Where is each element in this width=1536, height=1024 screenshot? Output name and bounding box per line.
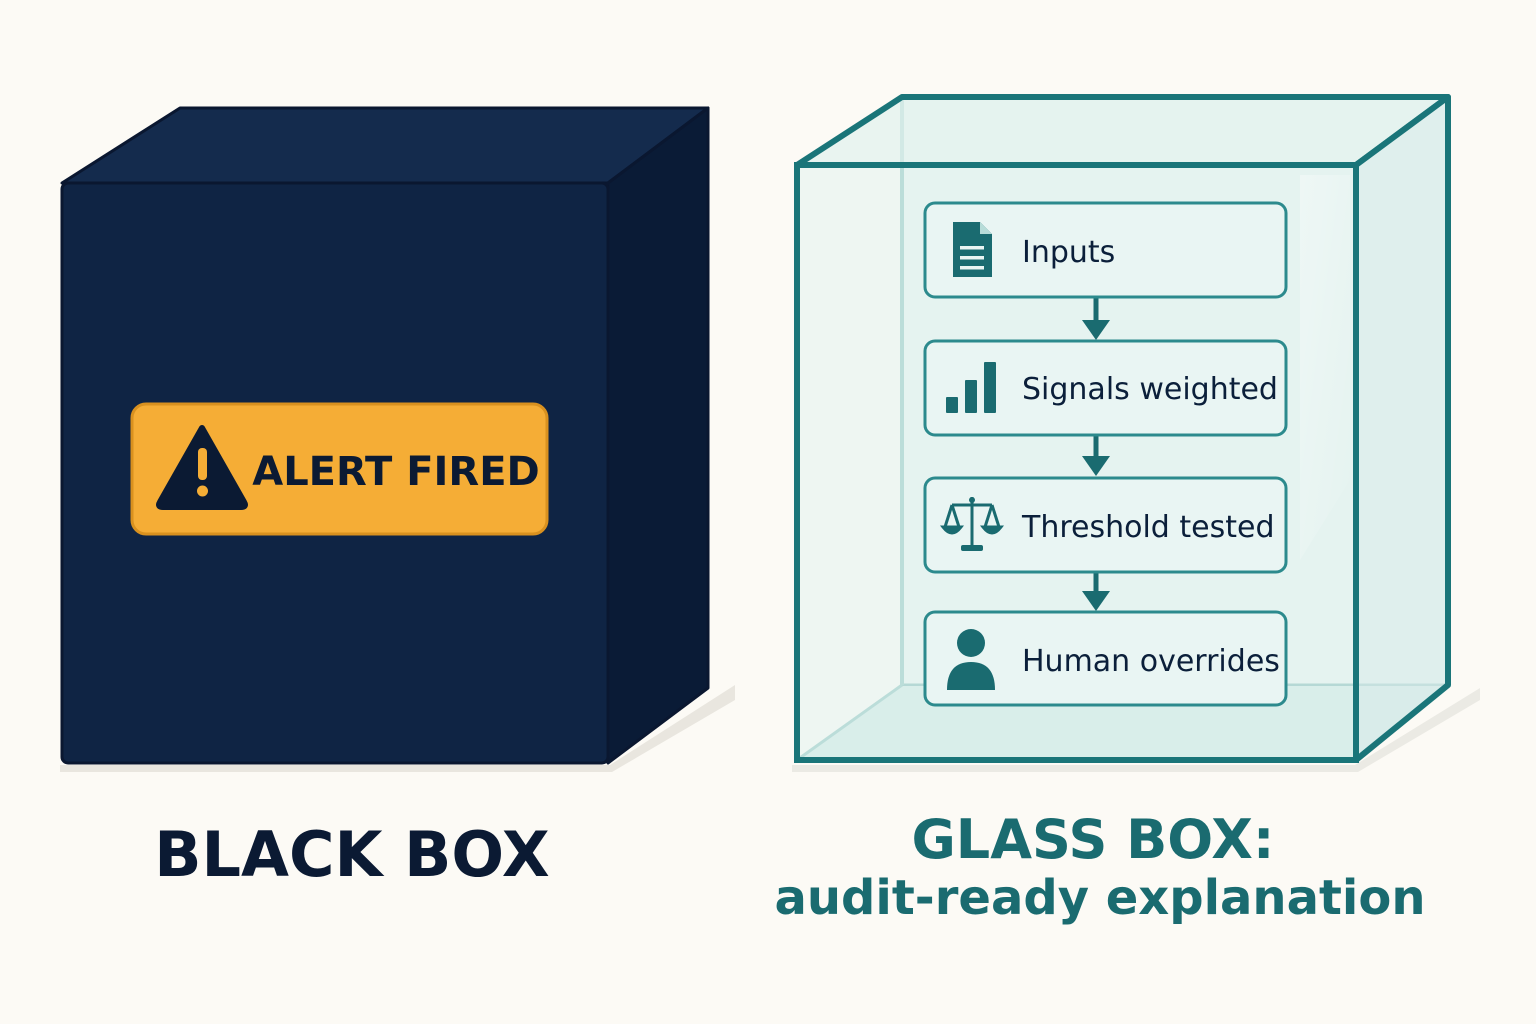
step-label: Inputs [1022, 235, 1115, 270]
warning-triangle-icon [156, 425, 248, 510]
step-inputs: Inputs [923, 201, 1288, 299]
step-signals-weighted: Signals weighted [923, 339, 1288, 437]
document-icon [953, 222, 992, 277]
step-human-overrides: Human overrides [923, 610, 1288, 707]
glass-box: Inputs Signals weighted [774, 94, 1480, 926]
balance-scale-icon [939, 497, 1005, 551]
glass-box-label: GLASS BOX: [911, 808, 1274, 871]
alert-badge: ALERT FIRED [130, 402, 549, 536]
bar-chart-icon [946, 362, 996, 413]
step-label: Threshold tested [1021, 510, 1275, 545]
arrow-down-icon [1082, 573, 1110, 611]
black-box-top [60, 106, 710, 185]
step-label: Signals weighted [1022, 372, 1278, 407]
glass-box-top [794, 94, 1451, 168]
person-icon [947, 629, 995, 690]
black-box-label: BLACK BOX [154, 818, 549, 891]
step-threshold-tested: Threshold tested [923, 476, 1288, 574]
alert-text: ALERT FIRED [252, 449, 540, 495]
glass-box-side [1353, 94, 1451, 763]
black-box-side [606, 106, 710, 765]
black-box: ALERT FIRED BLACK BOX [60, 106, 735, 891]
arrow-down-icon [1082, 436, 1110, 476]
flow-arrows [1082, 298, 1110, 611]
glass-sheen [1300, 175, 1350, 560]
arrow-down-icon [1082, 298, 1110, 340]
step-label: Human overrides [1022, 644, 1280, 679]
glass-box-sublabel: audit-ready explanation [774, 870, 1425, 926]
